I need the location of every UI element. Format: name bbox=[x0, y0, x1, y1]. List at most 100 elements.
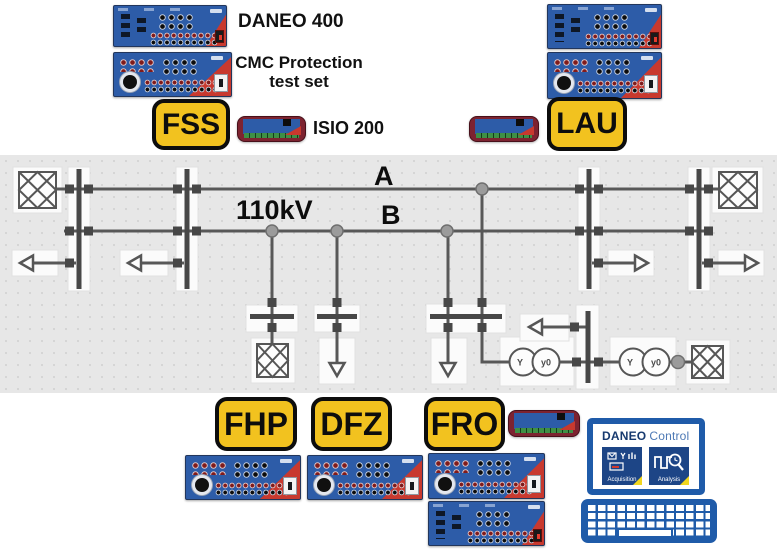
daneo-binary-sockets bbox=[593, 13, 629, 31]
power-switch bbox=[405, 477, 419, 495]
daneo-analog-sockets-red bbox=[467, 530, 535, 537]
station-box-fro: FRO bbox=[424, 397, 505, 451]
cmc-device-fhp bbox=[185, 455, 301, 500]
daneo-io-ports bbox=[571, 18, 580, 36]
cmc-label-line1: CMC Protection bbox=[235, 53, 363, 72]
cmc-long-row-red bbox=[215, 482, 289, 489]
cmc-current-sockets bbox=[595, 58, 631, 76]
laptop-keyboard bbox=[581, 499, 717, 543]
isio-ethernet-port bbox=[516, 119, 524, 126]
daneo-binary-sockets bbox=[475, 510, 511, 528]
cmc-label: CMC Protection test set bbox=[232, 53, 366, 91]
trafo2-primary-label: Y bbox=[627, 358, 633, 368]
fhp-breaker-bar bbox=[250, 314, 294, 319]
trafo1-primary-label: Y bbox=[517, 358, 523, 368]
cmc-long-row-red bbox=[337, 482, 411, 489]
daneo-io-ports bbox=[121, 14, 130, 41]
bus-a-label: A bbox=[374, 161, 394, 191]
station-box-lau: LAU bbox=[547, 97, 627, 151]
tile-analysis: Analysis bbox=[649, 447, 689, 485]
daneo-analog-sockets-red bbox=[150, 32, 218, 39]
substation-single-line-diagram: Y y0 Y y0 A B 110kV bbox=[11, 161, 765, 390]
transformer-bus-bar bbox=[585, 311, 591, 383]
daneo-analog-sockets-black bbox=[467, 537, 535, 544]
daneo-io-ports bbox=[555, 14, 564, 42]
omicron-logo bbox=[641, 56, 653, 60]
daneo-io-ports bbox=[137, 18, 146, 36]
power-switch bbox=[283, 477, 297, 495]
acquisition-label: Acquisition bbox=[607, 477, 637, 483]
tile-acquisition: Acquisition bbox=[602, 447, 642, 485]
grid-source-top-right bbox=[717, 170, 759, 210]
cmc-long-row-black bbox=[577, 87, 650, 94]
grid-source-transformer-end bbox=[690, 344, 725, 380]
cmc-device-top-left bbox=[113, 52, 232, 97]
arrow-right-bay3 bbox=[633, 253, 651, 273]
trafo1-secondary-label: y0 bbox=[541, 358, 551, 368]
bus-b-label: B bbox=[381, 200, 401, 230]
cmc-long-row-black bbox=[458, 488, 532, 495]
grid-source-top-left bbox=[17, 170, 58, 210]
daneo-analog-sockets-black bbox=[585, 40, 653, 47]
trafo2-secondary-label: y0 bbox=[651, 358, 661, 368]
cmc-voltage-sockets bbox=[191, 461, 227, 475]
cmc-long-row-red bbox=[577, 80, 650, 87]
cmc-round-connector bbox=[557, 76, 571, 90]
isio-200-device-top-right bbox=[469, 116, 539, 142]
substation-diagram-panel: Y y0 Y y0 A B 110kV bbox=[0, 155, 777, 393]
cmc-device-dfz bbox=[307, 455, 423, 500]
cmc-round-connector bbox=[317, 478, 331, 492]
junction-nodes bbox=[265, 182, 686, 370]
daneo-400-device-top-left bbox=[113, 5, 227, 47]
power-switch bbox=[650, 32, 659, 45]
power-switch bbox=[527, 475, 541, 493]
isio-red-wedge bbox=[518, 126, 534, 135]
cmc-current-sockets bbox=[162, 58, 198, 76]
power-switch bbox=[533, 529, 542, 542]
grid-source-symbols bbox=[17, 170, 759, 380]
tile-corner-accent bbox=[633, 476, 642, 485]
isio-terminals bbox=[476, 133, 532, 138]
arrow-left-bay2 bbox=[125, 253, 143, 273]
fro-breaker-bar bbox=[430, 314, 502, 319]
daneo-brand-text: DANEO bbox=[602, 429, 647, 443]
arrow-down-dfz bbox=[327, 361, 347, 379]
daneo-binary-sockets bbox=[158, 13, 194, 31]
isio-200-label: ISIO 200 bbox=[313, 118, 385, 138]
omicron-logo bbox=[280, 459, 292, 463]
power-switch bbox=[644, 75, 658, 93]
cmc-current-sockets bbox=[355, 461, 391, 479]
daneo-io-ports bbox=[436, 511, 445, 539]
omicron-logo bbox=[211, 56, 223, 60]
cmc-long-row-black bbox=[337, 489, 411, 496]
acquisition-icon bbox=[607, 452, 636, 471]
tile-corner-accent bbox=[680, 476, 689, 485]
station-box-fhp: FHP bbox=[215, 397, 297, 451]
feeder-arrows bbox=[17, 253, 761, 379]
cmc-long-row-red bbox=[458, 481, 532, 488]
analysis-icon bbox=[654, 453, 684, 471]
daneo-400-device-top-right bbox=[547, 4, 662, 49]
isio-ethernet-port bbox=[557, 413, 565, 420]
voltage-label: 110kV bbox=[236, 195, 313, 225]
isio-200-device-top-left bbox=[237, 116, 306, 142]
transformer-2: Y y0 bbox=[618, 347, 671, 377]
transformer-1: Y y0 bbox=[508, 347, 561, 377]
power-switch bbox=[215, 30, 224, 43]
daneo-analog-sockets-red bbox=[585, 33, 653, 40]
arrow-left-transformer-bay bbox=[526, 317, 544, 337]
cmc-current-sockets bbox=[476, 459, 512, 477]
bay-bars bbox=[76, 169, 702, 383]
daneo-400-device-fro bbox=[428, 501, 545, 546]
omicron-logo bbox=[645, 8, 657, 12]
cmc-label-line2: test set bbox=[269, 72, 329, 91]
daneo-analog-sockets-black bbox=[150, 39, 218, 46]
cmc-current-sockets bbox=[233, 461, 269, 479]
cmc-voltage-sockets bbox=[553, 58, 589, 72]
cmc-long-row-red bbox=[144, 79, 219, 86]
dfz-breaker-bar bbox=[317, 314, 357, 319]
omicron-logo bbox=[528, 505, 540, 509]
isio-200-device-bottom bbox=[508, 410, 580, 437]
